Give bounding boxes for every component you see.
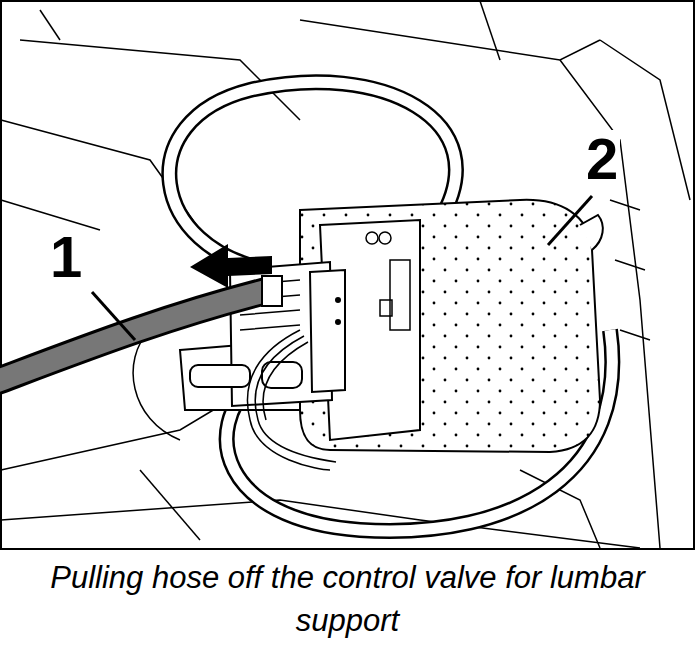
figure-caption: Pulling hose off the control valve for l… — [17, 556, 678, 643]
leader-line — [92, 292, 135, 340]
callout-number: 2 — [584, 130, 620, 188]
hose-connector — [180, 262, 345, 410]
pull-arrow — [190, 244, 272, 288]
seat-frame — [1, 1, 690, 548]
hose — [0, 276, 282, 382]
wires — [247, 330, 336, 470]
leader-line — [548, 196, 592, 245]
callout-number: 1 — [48, 228, 84, 286]
frame — [1, 1, 694, 549]
control-valve — [300, 200, 603, 452]
